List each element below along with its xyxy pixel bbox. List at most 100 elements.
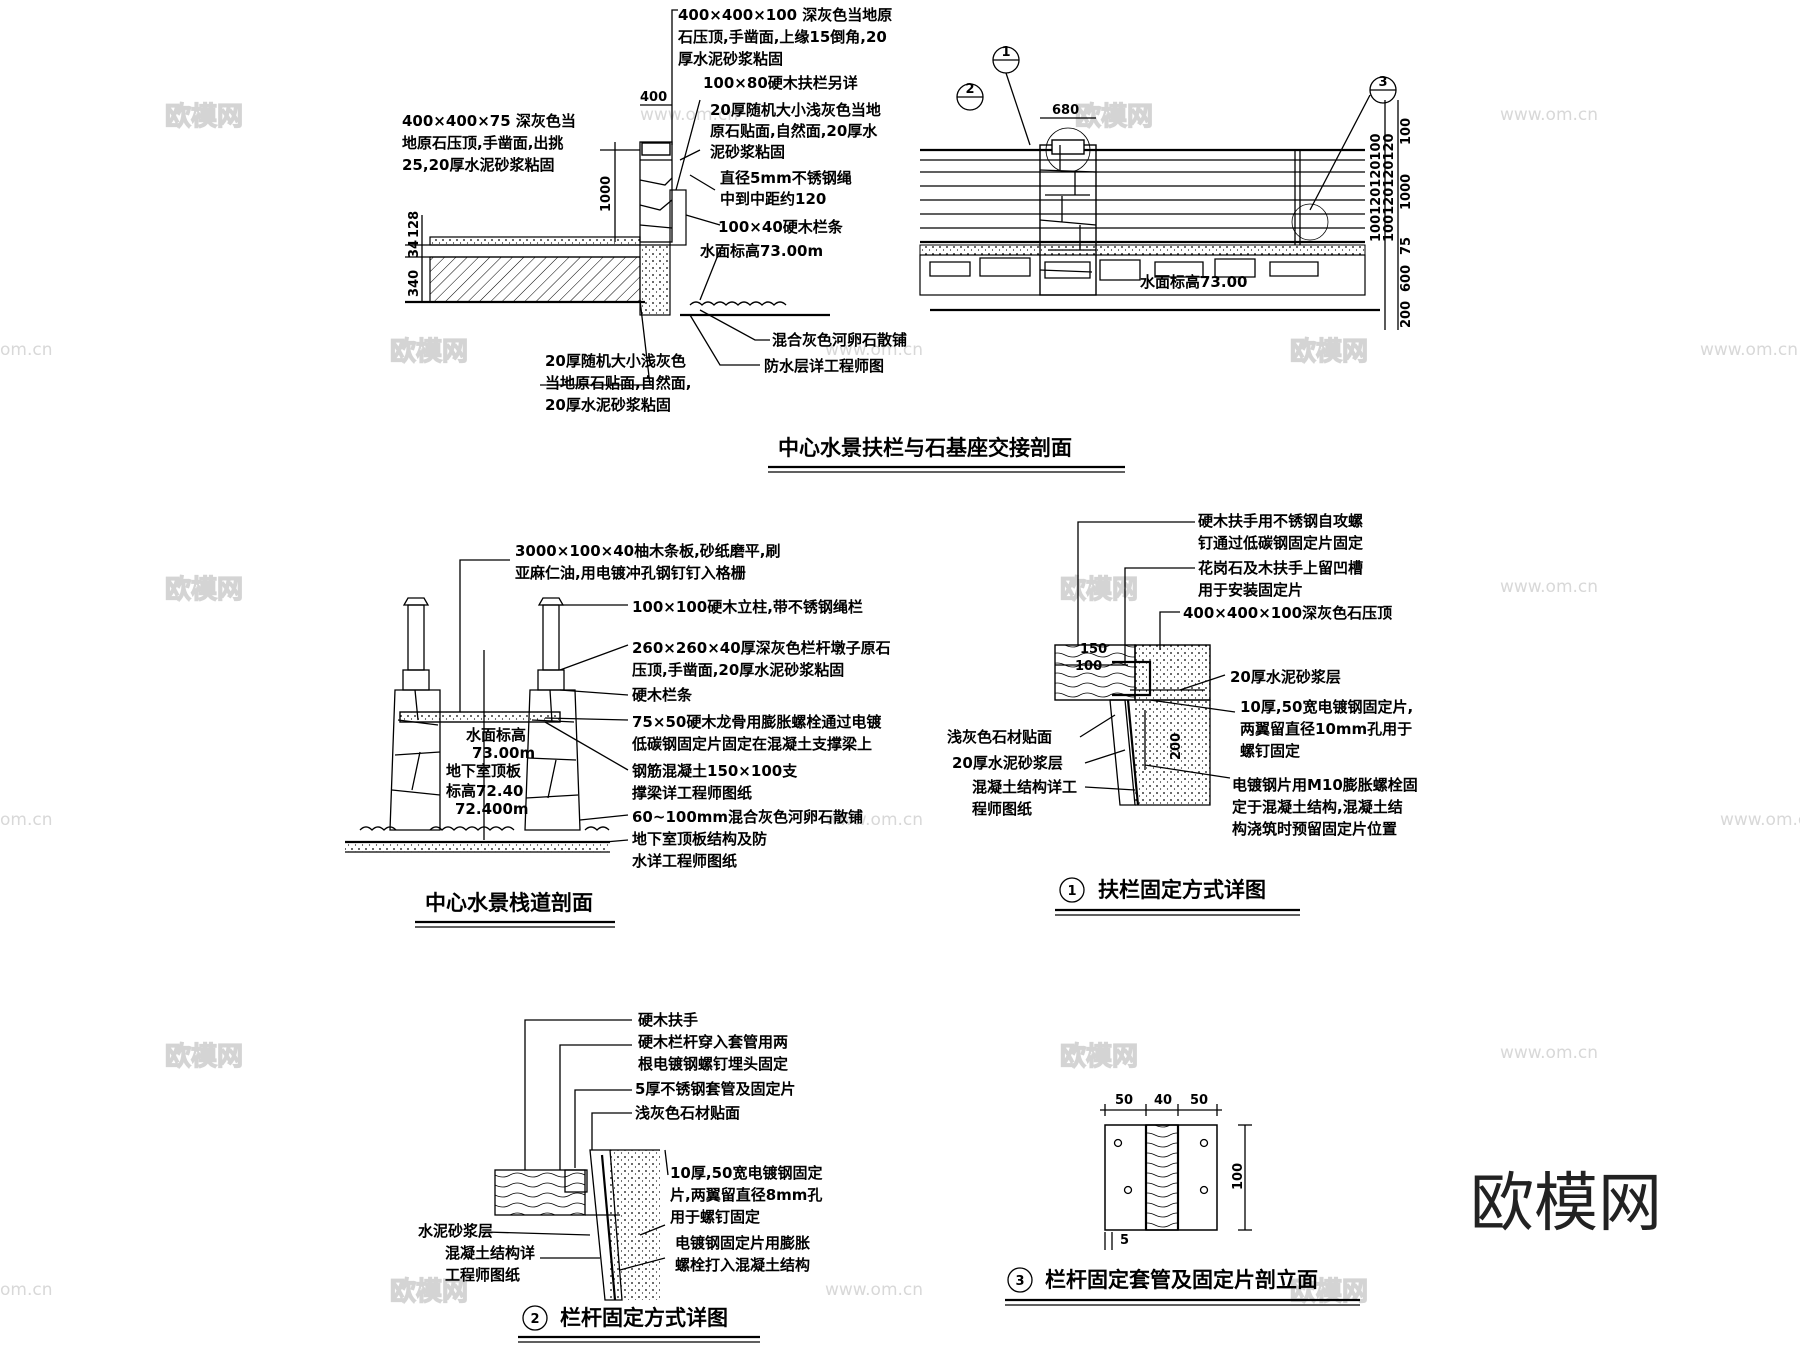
note: 当地原石贴面,自然面, — [545, 374, 691, 392]
watermark-url: www.om.cn — [825, 810, 923, 830]
note: 水泥砂浆层 — [418, 1222, 493, 1240]
leader-lines — [1077, 521, 1236, 791]
leader-lines — [484, 1019, 669, 1271]
annotations-detail1: 硬木扶手用不锈钢自攻螺 钉通过低碳钢固定片固定 花岗石及木扶手上留凹槽 用于安装… — [947, 512, 1418, 838]
svg-text:1000: 1000 — [1399, 174, 1414, 210]
note: 5厚不锈钢套管及固定片 — [635, 1080, 795, 1098]
note: 防水层详工程师图 — [764, 357, 884, 375]
stone-pier-center — [1039, 139, 1097, 296]
note: 水面标高73.00m — [700, 242, 823, 260]
note: 硬木扶手用不锈钢自攻螺 — [1198, 512, 1363, 530]
note: 20厚随机大小浅灰色当地 — [710, 101, 881, 119]
note: 低碳钢固定片固定在混凝土支撑梁上 — [631, 735, 872, 753]
annotations-main: 400×400×100 深灰色当地原 石压顶,手凿面,上缘15倒角,20 厚水泥… — [402, 6, 1247, 414]
annotations-boardwalk: 3000×100×40柚木条板,砂纸磨平,刷 亚麻仁油,用电镀冲孔钢钉钉入格栅 … — [445, 542, 891, 870]
svg-text:340: 340 — [407, 270, 422, 297]
detail-drawing: 50 40 50 100 5 — [1100, 1093, 1252, 1250]
stone-pier-left — [639, 141, 830, 317]
note: 泥砂浆粘固 — [710, 143, 785, 161]
detail-number-circle — [1059, 877, 1085, 903]
note: 75×50硬木龙骨用膨胀螺栓通过电镀 — [632, 713, 882, 731]
note: 100×80硬木扶栏另详 — [703, 74, 858, 92]
note: 螺钉固定 — [1240, 742, 1300, 760]
note: 3000×100×40柚木条板,砂纸磨平,刷 — [515, 542, 780, 560]
svg-text:100: 100 — [1231, 1163, 1246, 1190]
note: 电镀钢片用M10膨胀螺栓固 — [1232, 776, 1418, 794]
note: 20厚随机大小浅灰色 — [545, 352, 686, 370]
section-handrail-fixing-detail: 150 100 200 硬木扶手用不锈钢自攻螺 钉通过低碳钢固定片固定 花岗石及… — [947, 512, 1418, 916]
note: 100×40硬木栏条 — [718, 218, 844, 236]
note: 混凝土结构详工 — [972, 778, 1077, 796]
watermark-url: www.om.cn — [825, 1280, 923, 1300]
note: 工程师图纸 — [445, 1266, 520, 1284]
watermark-logo: 欧模网 — [1290, 336, 1368, 367]
railing-elevation-right — [919, 148, 1380, 312]
note: 厚水泥砂浆粘固 — [678, 50, 783, 68]
note: 螺栓打入混凝土结构 — [675, 1256, 810, 1274]
inner-label: 地下室顶板 — [446, 762, 522, 780]
watermark-url: www.om.cn — [1700, 340, 1798, 360]
note: 混凝土结构详 — [445, 1244, 535, 1262]
note: 25,20厚水泥砂浆粘固 — [402, 156, 554, 174]
inner-label: 标高72.40 — [445, 782, 523, 800]
note: 原石贴面,自然面,20厚水 — [710, 122, 878, 140]
note: 撑梁详工程师图纸 — [632, 784, 752, 802]
note: 400×400×100深灰色石压顶 — [1183, 604, 1392, 622]
leader-lines — [459, 559, 629, 843]
svg-text:75: 75 — [1399, 237, 1414, 255]
boardwalk-drawing — [345, 597, 610, 853]
detail-number-circle — [522, 1305, 548, 1331]
section-title: 扶栏固定方式详图 — [1098, 878, 1266, 902]
watermark-logo: 欧模网 — [1290, 1276, 1368, 1307]
note: 400×400×75 深灰色当 — [402, 112, 576, 130]
watermark-url: www.om.cn — [640, 105, 738, 125]
svg-text:100: 100 — [1075, 659, 1102, 674]
note: 混合灰色河卵石散铺 — [772, 331, 907, 349]
note: 压顶,手凿面,20厚水泥砂浆粘固 — [632, 661, 844, 679]
svg-text:100: 100 — [1399, 118, 1414, 145]
note: 地下室顶板结构及防 — [632, 830, 767, 848]
note: 硬木扶手 — [638, 1011, 698, 1029]
note: 浅灰色石材贴面 — [947, 728, 1052, 746]
svg-text:3: 3 — [1015, 1274, 1024, 1289]
annotations-detail2: 硬木扶手 硬木栏杆穿入套管用两 根电镀钢螺钉埋头固定 5厚不锈钢套管及固定片 浅… — [418, 1011, 822, 1284]
note: 程师图纸 — [972, 800, 1032, 818]
note: 20厚水泥砂浆层 — [1230, 668, 1341, 686]
watermark-logo: 欧模网 — [165, 101, 243, 132]
note: 电镀钢固定片用膨胀 — [675, 1234, 810, 1252]
section-railing-stone-base: 1 2 3 400 1000 128 34 340 680 — [402, 6, 1414, 473]
note: 直径5mm不锈钢绳 — [720, 169, 852, 187]
section-baluster-fixing-detail: 硬木扶手 硬木栏杆穿入套管用两 根电镀钢螺钉埋头固定 5厚不锈钢套管及固定片 浅… — [418, 1011, 822, 1343]
note: 水详工程师图纸 — [632, 852, 737, 870]
svg-text:50: 50 — [1190, 1093, 1208, 1108]
note: 硬木栏条 — [632, 686, 693, 704]
inner-label: 水面标高 — [466, 726, 526, 744]
watermark-url: om.cn — [0, 340, 53, 360]
note: 20厚水泥砂浆粘固 — [545, 396, 671, 414]
watermark-logo: 欧模网 — [1075, 101, 1153, 132]
corner-brand-logo: 欧模网 — [1470, 1167, 1662, 1241]
svg-text:40: 40 — [1154, 1093, 1172, 1108]
detail-callout: 1 2 3 — [956, 45, 1397, 241]
note: 硬木栏杆穿入套管用两 — [638, 1033, 788, 1051]
svg-text:34: 34 — [407, 240, 422, 258]
watermark-layer: 欧模网 欧模网 www.om.cn www.om.cn om.cn 欧模网 ww… — [0, 100, 1800, 1307]
note: 10厚,50宽电镀钢固定片, — [1240, 698, 1413, 716]
detail-number-circle — [1007, 1267, 1033, 1293]
watermark-url: www.om.cn — [1720, 810, 1800, 830]
dimension-lines-right: 680 100120120100 100120120120 100 1000 7… — [1040, 100, 1414, 330]
note: 100×100硬木立柱,带不锈钢绳栏 — [632, 598, 863, 616]
water-level-label: 水面标高73.00 — [1140, 273, 1247, 291]
watermark-logo: 欧模网 — [1060, 1041, 1138, 1072]
note: 260×260×40厚深灰色栏杆墩子原石 — [632, 639, 891, 657]
watermark-url: www.om.cn — [825, 340, 923, 360]
inner-label: 72.400m — [455, 800, 529, 818]
note: 60~100mm混合灰色河卵石散铺 — [632, 808, 863, 826]
svg-text:600: 600 — [1399, 265, 1414, 292]
svg-text:150: 150 — [1080, 642, 1107, 657]
section-title: 中心水景栈道剖面 — [425, 891, 593, 915]
note: 石压顶,手凿面,上缘15倒角,20 — [677, 28, 887, 46]
note: 片,两翼留直径8mm孔 — [670, 1186, 822, 1204]
note: 中到中距约120 — [720, 190, 826, 208]
